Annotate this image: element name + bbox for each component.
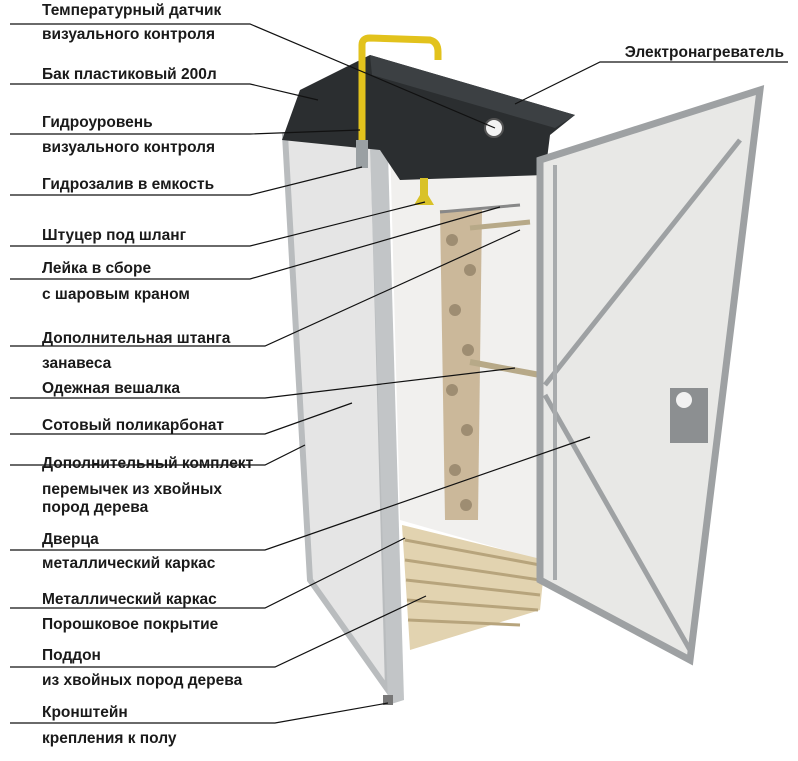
label-frame-1: Металлический каркас — [42, 591, 217, 609]
label-tray-1: Поддон — [42, 647, 101, 665]
label-tray-2: из хвойных пород дерева — [42, 672, 242, 690]
label-lintels-1: Дополнительный комплект — [42, 455, 253, 473]
label-bracket-1: Кронштейн — [42, 704, 128, 722]
label-temp-sensor-1: Температурный датчик — [42, 2, 221, 20]
label-door-2: металлический каркас — [42, 555, 215, 573]
label-heater: Электронагреватель — [625, 44, 784, 62]
label-tank: Бак пластиковый 200л — [42, 66, 217, 84]
label-hanger: Одежная вешалка — [42, 380, 180, 398]
label-level-2: визуального контроля — [42, 139, 215, 157]
label-rod-1: Дополнительная штанга — [42, 330, 230, 348]
label-shower-2: с шаровым краном — [42, 286, 190, 304]
label-fill: Гидрозалив в емкость — [42, 176, 214, 194]
label-bracket-2: крепления к полу — [42, 730, 176, 748]
label-level-1: Гидроуровень — [42, 114, 153, 132]
label-temp-sensor-2: визуального контроля — [42, 26, 215, 44]
door-panel — [540, 90, 760, 660]
label-lintels-3: пород дерева — [42, 499, 148, 517]
label-lintels-2: перемычек из хвойных — [42, 481, 222, 499]
label-door-1: Дверца — [42, 531, 99, 549]
label-hose-fitting: Штуцер под шланг — [42, 227, 186, 245]
label-rod-2: занавеса — [42, 355, 111, 373]
label-frame-2: Порошковое покрытие — [42, 616, 218, 634]
label-polycarbonate: Сотовый поликарбонат — [42, 417, 224, 435]
label-shower-1: Лейка в сборе — [42, 260, 151, 278]
